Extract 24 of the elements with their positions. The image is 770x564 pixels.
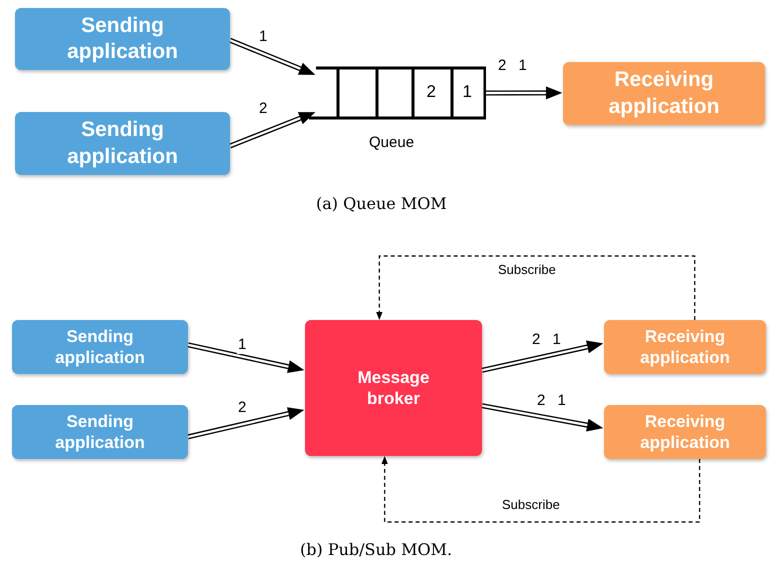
application-box bbox=[604, 320, 766, 374]
application-box bbox=[12, 405, 188, 459]
application-box bbox=[563, 62, 765, 125]
queue-item-number: 1 bbox=[462, 82, 472, 102]
figure-caption: (b) Pub/Sub MOM. bbox=[300, 540, 452, 559]
node-label: Receiving application bbox=[639, 326, 731, 368]
application-box bbox=[604, 405, 766, 459]
queue-item-number: 2 bbox=[426, 82, 436, 102]
node-label: Sending application bbox=[66, 12, 179, 65]
edge-label: Subscribe bbox=[497, 263, 557, 278]
queue-caption: Queue bbox=[369, 134, 414, 151]
node-label: Sending application bbox=[54, 326, 146, 368]
application-box bbox=[15, 112, 230, 175]
application-box bbox=[15, 8, 230, 70]
node-label: Sending application bbox=[66, 117, 179, 170]
edge-label: Subscribe bbox=[501, 498, 561, 512]
node-label: Receiving application bbox=[639, 410, 731, 454]
node-label: Message broker bbox=[356, 366, 430, 410]
node-label: Receiving application bbox=[608, 67, 720, 120]
figure-caption: (a) Queue MOM bbox=[316, 194, 447, 213]
node-label: Sending application bbox=[54, 410, 146, 454]
message-number: 1 bbox=[237, 337, 248, 354]
application-box bbox=[12, 320, 188, 374]
broker-box bbox=[305, 320, 482, 456]
